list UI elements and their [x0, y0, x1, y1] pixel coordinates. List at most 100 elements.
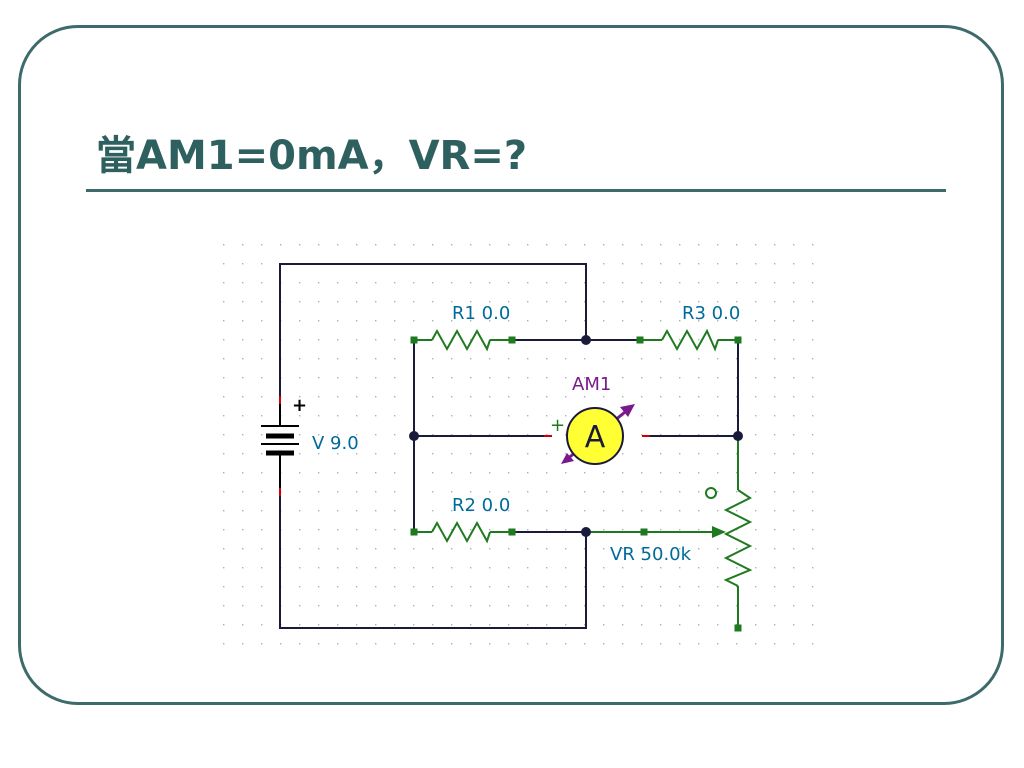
- grid-dot: [432, 453, 434, 455]
- grid-dot: [774, 434, 776, 436]
- junction-node: [409, 431, 419, 441]
- grid-dot: [470, 605, 472, 607]
- junction-node: [581, 527, 591, 537]
- grid-dot: [527, 453, 529, 455]
- grid-dot: [774, 491, 776, 493]
- grid-dot: [679, 605, 681, 607]
- grid-dot: [755, 301, 757, 303]
- grid-dot: [451, 586, 453, 588]
- grid-dot: [546, 377, 548, 379]
- grid-dot: [546, 453, 548, 455]
- grid-dot: [527, 472, 529, 474]
- grid-dot: [394, 624, 396, 626]
- grid-dot: [470, 320, 472, 322]
- grid-dot: [508, 396, 510, 398]
- grid-dot: [337, 339, 339, 341]
- grid-dot: [337, 586, 339, 588]
- grid-dot: [299, 453, 301, 455]
- grid-dot: [717, 301, 719, 303]
- grid-dot: [603, 643, 605, 645]
- grid-dot: [375, 605, 377, 607]
- grid-dot: [337, 244, 339, 246]
- grid-dot: [489, 510, 491, 512]
- grid-dot: [337, 605, 339, 607]
- ammeter-body: [566, 407, 624, 465]
- grid-dot: [584, 643, 586, 645]
- grid-dot: [356, 529, 358, 531]
- grid-dot: [660, 377, 662, 379]
- grid-dot: [527, 358, 529, 360]
- grid-dot: [736, 643, 738, 645]
- grid-dot: [413, 643, 415, 645]
- grid-dot: [261, 472, 263, 474]
- grid-dot: [261, 586, 263, 588]
- grid-dot: [413, 605, 415, 607]
- grid-dot: [793, 434, 795, 436]
- grid-dot: [584, 396, 586, 398]
- grid-dot: [546, 548, 548, 550]
- grid-dot: [774, 339, 776, 341]
- grid-dot: [451, 529, 453, 531]
- grid-dot: [565, 453, 567, 455]
- grid-dot: [793, 510, 795, 512]
- grid-dot: [603, 567, 605, 569]
- grid-dot: [584, 282, 586, 284]
- grid-dot: [812, 491, 814, 493]
- grid-dot: [280, 643, 282, 645]
- grid-dot: [318, 244, 320, 246]
- grid-dot: [527, 567, 529, 569]
- grid-dot: [679, 548, 681, 550]
- grid-dot: [736, 396, 738, 398]
- grid-dot: [261, 301, 263, 303]
- grid-dot: [698, 472, 700, 474]
- grid-dot: [489, 643, 491, 645]
- grid-dot: [603, 529, 605, 531]
- grid-dot: [394, 301, 396, 303]
- grid-dot: [356, 605, 358, 607]
- grid-dot: [679, 434, 681, 436]
- grid-dot: [717, 491, 719, 493]
- grid-dot: [717, 358, 719, 360]
- grid-dot: [736, 415, 738, 417]
- grid-dot: [223, 396, 225, 398]
- grid-dot: [565, 548, 567, 550]
- grid-dot: [660, 244, 662, 246]
- junction-node: [733, 431, 743, 441]
- grid-dot: [394, 244, 396, 246]
- grid-dot: [622, 567, 624, 569]
- grid-dot: [242, 339, 244, 341]
- grid-dot: [242, 396, 244, 398]
- grid-dot: [242, 434, 244, 436]
- r1-label: R1 0.0: [452, 303, 510, 324]
- grid-dot: [527, 529, 529, 531]
- grid-dot: [698, 320, 700, 322]
- grid-dot: [698, 396, 700, 398]
- grid-dot: [698, 643, 700, 645]
- grid-dot: [527, 491, 529, 493]
- grid-dot: [774, 320, 776, 322]
- grid-dot: [318, 320, 320, 322]
- grid-dot: [774, 643, 776, 645]
- grid-dot: [812, 396, 814, 398]
- grid-dot: [223, 624, 225, 626]
- grid-dot: [812, 605, 814, 607]
- grid-dot: [679, 453, 681, 455]
- connection-pin: [508, 528, 516, 536]
- grid-dot: [451, 301, 453, 303]
- grid-dot: [242, 586, 244, 588]
- grid-dot: [508, 624, 510, 626]
- grid-dot: [565, 282, 567, 284]
- grid-dot: [622, 586, 624, 588]
- grid-dot: [679, 643, 681, 645]
- grid-dot: [299, 339, 301, 341]
- grid-dot: [679, 586, 681, 588]
- grid-dot: [603, 510, 605, 512]
- grid-dot: [793, 548, 795, 550]
- grid-dot: [299, 605, 301, 607]
- grid-dot: [641, 605, 643, 607]
- grid-dot: [736, 282, 738, 284]
- grid-dot: [337, 624, 339, 626]
- grid-dot: [242, 244, 244, 246]
- grid-dot: [261, 453, 263, 455]
- grid-dot: [261, 358, 263, 360]
